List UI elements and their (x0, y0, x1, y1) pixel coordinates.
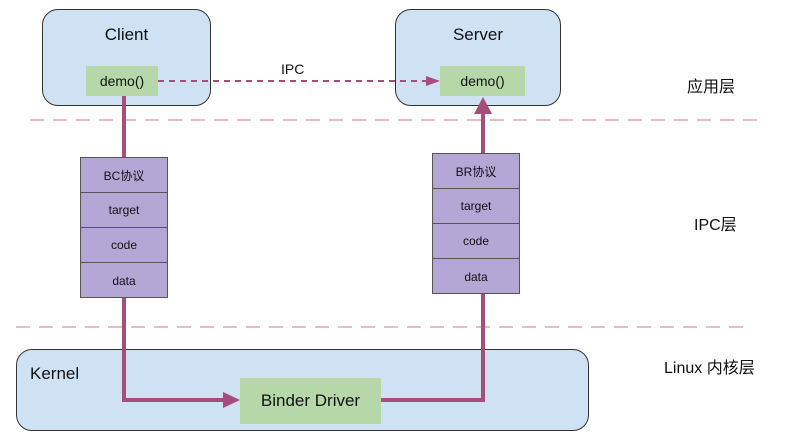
server-title: Server (452, 25, 504, 44)
bc-stack-row-code: code (81, 228, 167, 263)
server-demo-method: demo() (440, 66, 525, 96)
bc-stack-row-data: data (112, 273, 136, 288)
bc-protocol-stack: BC协议 target code data (80, 157, 168, 298)
binder-driver: Binder Driver (240, 378, 381, 424)
layer-label-ipc: IPC层 (694, 217, 737, 234)
br-protocol-stack: BR协议 target code data (432, 153, 520, 294)
ipc-arrow-label: IPC (281, 61, 305, 77)
br-stack-header: BR协议 (433, 154, 519, 189)
server-input-arrowhead (474, 97, 492, 114)
bc-stack-header: BC协议 (81, 158, 167, 193)
br-stack-row-target: target (433, 189, 519, 224)
ipc-arrowhead (426, 76, 440, 86)
bc-stack-row-target: target (81, 193, 167, 228)
layer-label-kernel: Linux 内核层 (664, 360, 755, 377)
br-stack-row-code: code (433, 224, 519, 259)
client-demo-method: demo() (86, 66, 158, 96)
kernel-title: Kernel (30, 364, 80, 383)
client-title: Client (104, 25, 149, 44)
br-stack-row-data: data (464, 269, 488, 284)
layer-label-app: 应用层 (687, 79, 736, 96)
driver-input-arrowhead (223, 392, 240, 408)
